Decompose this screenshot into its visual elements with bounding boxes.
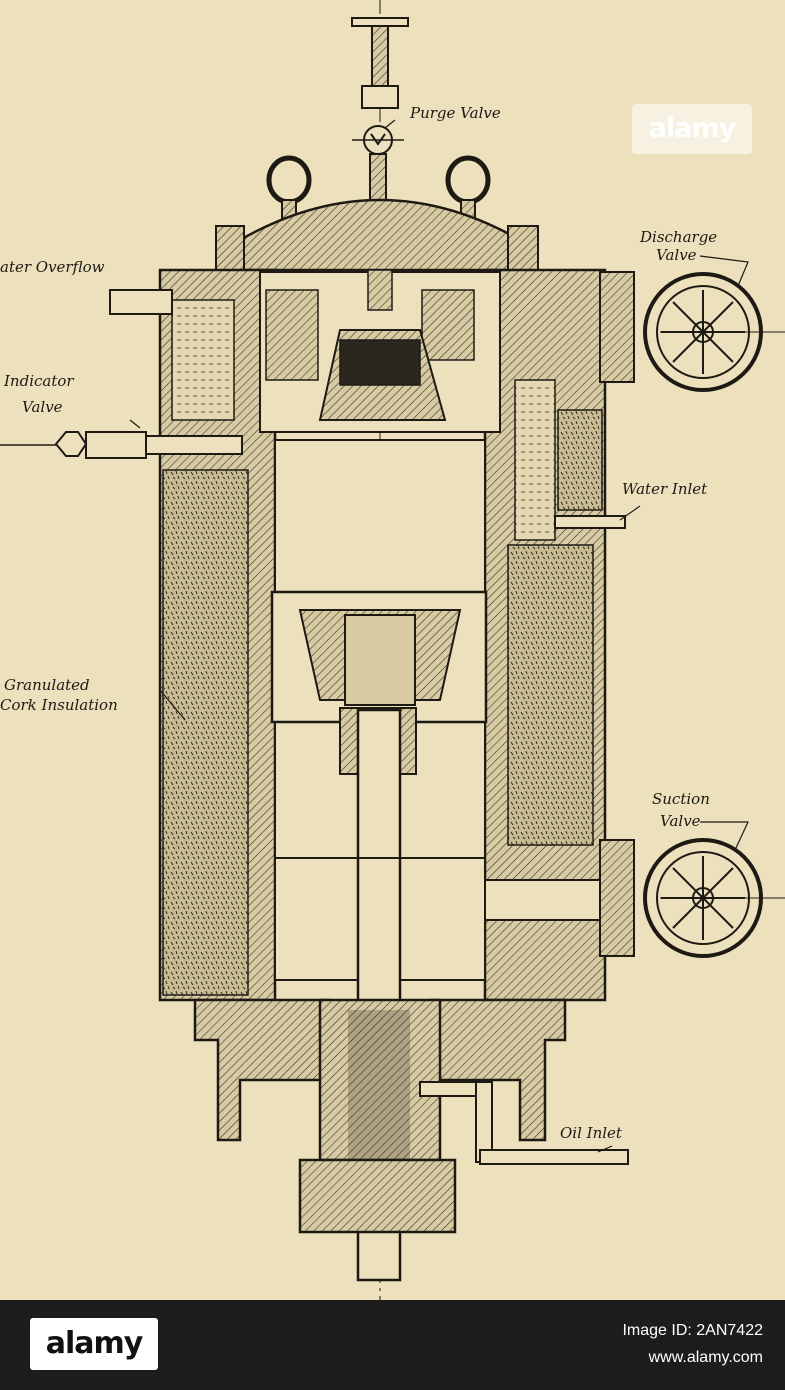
indicator-valve bbox=[0, 431, 243, 459]
compressor-cross-section-diagram: Purge Valve Discharge Valve ater Overflo… bbox=[0, 0, 785, 1300]
water-jacket bbox=[171, 299, 235, 421]
label-oil-inlet: Oil Inlet bbox=[560, 1124, 623, 1142]
springs-left bbox=[265, 289, 319, 381]
site-url-text: www.alamy.com bbox=[648, 1349, 763, 1366]
purge-valve bbox=[351, 17, 409, 205]
footer-bar: alamy Image ID: 2AN7422 www.alamy.com bbox=[0, 1300, 785, 1390]
stuffing-box bbox=[318, 998, 442, 1162]
label-discharge-valve-2: Valve bbox=[656, 246, 697, 264]
image-id-text: Image ID: 2AN7422 bbox=[622, 1322, 763, 1339]
label-suction-valve-2: Valve bbox=[660, 812, 701, 830]
springs-right bbox=[421, 289, 475, 361]
label-discharge-valve-1: Discharge bbox=[639, 228, 717, 246]
label-suction-valve-1: Suction bbox=[652, 790, 710, 808]
discharge-valve-wheel bbox=[599, 271, 785, 392]
label-cork-insulation: Cork Insulation bbox=[0, 696, 118, 714]
cork-insulation-left bbox=[162, 469, 249, 996]
cylinder-head bbox=[238, 198, 522, 272]
label-granulated: Granulated bbox=[4, 676, 90, 694]
cork-insulation-right bbox=[507, 544, 594, 846]
footer-logo-text: alamy bbox=[45, 1326, 144, 1361]
label-indicator-valve-1: Indicator bbox=[3, 372, 74, 390]
base-flange bbox=[193, 998, 332, 1142]
label-purge-valve: Purge Valve bbox=[409, 104, 501, 122]
water-inlet-pipe bbox=[554, 515, 626, 529]
watermark-text: alamy bbox=[648, 113, 736, 144]
water-overflow-pipe bbox=[109, 289, 173, 315]
gland bbox=[298, 1158, 457, 1234]
oil-inlet-pipe bbox=[419, 1081, 629, 1165]
label-water-inlet: Water Inlet bbox=[622, 480, 708, 498]
footer-logo: alamy bbox=[30, 1318, 158, 1370]
label-water-overflow: ater Overflow bbox=[0, 258, 105, 276]
watermark: alamy bbox=[632, 104, 752, 154]
suction-valve-wheel bbox=[484, 838, 785, 958]
label-indicator-valve-2: Valve bbox=[22, 398, 63, 416]
